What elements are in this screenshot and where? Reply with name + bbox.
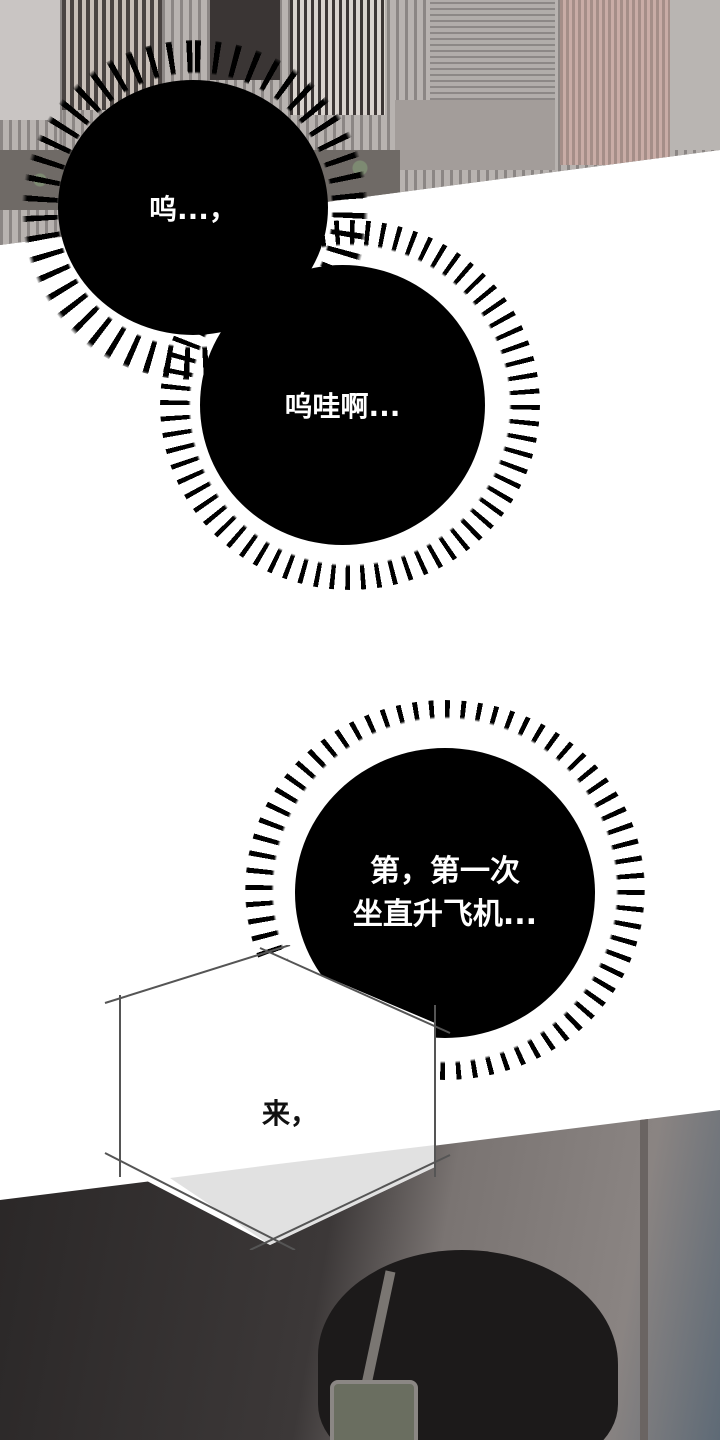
headset-earcup (330, 1380, 418, 1440)
building (0, 0, 60, 120)
building (560, 0, 670, 165)
building (395, 100, 555, 170)
window-frame (640, 1110, 648, 1440)
bubble-3-line-2: 坐直升飞机... (352, 897, 538, 932)
speech-bubble-3: 第，第一次 坐直升飞机... (295, 748, 595, 1038)
hex-bubble-text: 来， (262, 1097, 319, 1130)
building (670, 0, 720, 150)
bubble-3-line-1: 第，第一次 (370, 853, 520, 889)
bubble-2-text: 呜哇啊... (284, 390, 401, 423)
bubble-1-text: 呜...， (149, 192, 237, 226)
hexagon-bubble (104, 945, 451, 1250)
speech-bubble-2: 呜哇啊... (200, 265, 485, 545)
